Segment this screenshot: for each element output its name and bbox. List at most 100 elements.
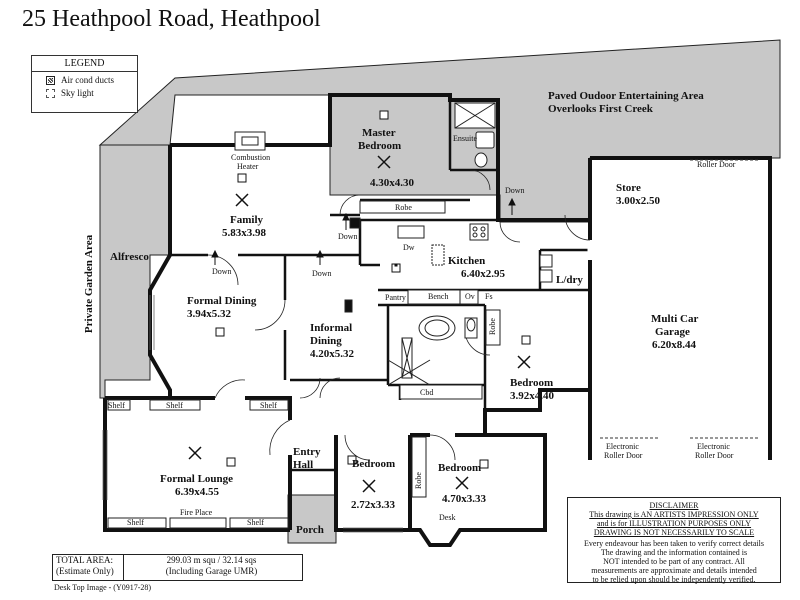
formal-dining-size: 3.94x5.32	[187, 308, 231, 320]
bedroom-right-size: 3.92x4.40	[510, 390, 554, 402]
shelf-label-3: Shelf	[260, 401, 277, 410]
combustion-label-1: Combustion	[231, 153, 271, 162]
electronic-door-1-line1: Electronic	[606, 442, 639, 451]
robe-small-label: Robe	[413, 472, 423, 489]
down-label-master: Down	[338, 232, 358, 241]
porch-label: Porch	[296, 524, 324, 536]
shelf-label-4: Shelf	[127, 518, 144, 527]
disclaimer-line: NOT intended to be part of any contract.…	[603, 557, 745, 566]
bedroom-mid-name: Bedroom	[438, 462, 482, 474]
formal-dining-name: Formal Dining	[187, 295, 257, 307]
fan-icon	[517, 355, 531, 369]
electronic-door-2-line1: Electronic	[697, 442, 730, 451]
electronic-door-1-line2: Roller Door	[604, 451, 643, 460]
alfresco-label: Alfresco	[110, 251, 149, 263]
paved-entertaining-area	[98, 39, 781, 223]
legend-item: Air cond ducts	[32, 72, 137, 85]
area-value-2: (Including Garage UMR)	[165, 566, 258, 576]
kitchen-fixtures	[397, 223, 553, 305]
roller-door-top-label: Roller Door	[697, 160, 736, 169]
informal-dining-name-1: Informal	[310, 322, 353, 334]
disclaimer-heading: DISCLAIMER	[649, 501, 699, 510]
garage-name-2: Garage	[655, 326, 690, 338]
air-duct-icon	[46, 75, 55, 85]
shelf-label-2: Shelf	[166, 401, 183, 410]
paved-area-label-2: Overlooks First Creek	[548, 103, 653, 115]
robe-right-label: Robe	[487, 318, 497, 335]
master-bedroom-name-2: Bedroom	[358, 140, 402, 152]
fridge-space-label: Fs	[485, 292, 493, 301]
disclaimer-line: measurements are approximate and details…	[591, 566, 757, 575]
fan-icon	[377, 155, 391, 169]
combustion-heater	[234, 131, 266, 151]
garage-name-1: Multi Car	[651, 313, 699, 325]
legend-label: Sky light	[61, 88, 94, 98]
air-ducts	[215, 110, 531, 469]
garage-door-lines	[600, 159, 760, 439]
disclaimer-line: The drawing and the information containe…	[600, 548, 748, 557]
entry-hall-line1: Entry	[293, 446, 321, 458]
bench-label: Bench	[428, 292, 449, 301]
total-area-value: 299.03 m squ / 32.14 sqs (Including Gara…	[124, 555, 299, 577]
area-value-1: 299.03 m squ / 32.14 sqs	[166, 555, 257, 565]
laundry-label: L/dry	[556, 274, 583, 286]
fan-icon	[455, 476, 469, 490]
ensuite-fixtures	[454, 102, 496, 168]
disclaimer-line: and is for ILLUSTRATION PURPOSES ONLY	[596, 519, 752, 528]
master-bedroom-size: 4.30x4.30	[370, 177, 414, 189]
family-size: 5.83x3.98	[222, 227, 266, 239]
informal-dining-name-2: Dining	[310, 335, 342, 347]
pantry-label: Pantry	[385, 293, 406, 302]
footer-ref: Desk Top Image - (Y0917-28)	[54, 583, 152, 592]
area-label-2: (Estimate Only)	[56, 566, 114, 576]
disclaimer-line: to be relied upon should be independentl…	[592, 575, 756, 584]
page-title: 25 Heathpool Road, Heathpool	[22, 6, 321, 32]
dw-label: Dw	[403, 243, 415, 252]
bedroom-small-name: Bedroom	[352, 458, 396, 470]
bathroom-fixtures	[359, 200, 501, 498]
desk-label: Desk	[439, 513, 456, 522]
total-area-box: TOTAL AREA: (Estimate Only) 299.03 m squ…	[52, 554, 303, 581]
legend-title: LEGEND	[32, 56, 137, 72]
windows	[102, 295, 403, 533]
cbd-label: Cbd	[420, 388, 434, 397]
disclaimer-line: DRAWING IS NOT NECESSARILY TO SCALE	[593, 528, 755, 537]
disclaimer-line: This drawing is AN ARTISTS IMPRESSION ON…	[589, 510, 759, 519]
entry-hall-line2: Hall	[293, 459, 314, 471]
formal-lounge-size: 6.39x4.55	[175, 486, 219, 498]
shelf-label-5: Shelf	[247, 518, 264, 527]
disclaimer-box: DISCLAIMER This drawing is AN ARTISTS IM…	[567, 497, 781, 584]
fan-icon	[235, 193, 249, 207]
down-label-right: Down	[505, 186, 525, 195]
informal-dining-size: 4.20x5.32	[310, 348, 354, 360]
legend: LEGEND Air cond ducts Sky light	[31, 55, 138, 113]
down-arrows	[211, 197, 516, 265]
legend-item: Sky light	[32, 85, 137, 98]
ensuite-label: Ensuite	[453, 134, 477, 143]
area-label-1: TOTAL AREA:	[56, 555, 114, 565]
down-label-family-right: Down	[312, 269, 332, 278]
down-label-family-left: Down	[212, 267, 232, 276]
fan-icon	[362, 479, 376, 493]
store-size: 3.00x2.50	[616, 195, 660, 207]
private-garden-label: Private Garden Area	[83, 234, 96, 334]
shelf-label-1: Shelf	[108, 401, 125, 410]
master-bedroom-name-1: Master	[362, 127, 396, 139]
door-swings	[207, 169, 591, 461]
kitchen-name: Kitchen	[448, 255, 486, 267]
store-name: Store	[616, 182, 641, 194]
combustion-label-2: Heater	[237, 162, 259, 171]
oven-label: Ov	[465, 292, 475, 301]
fire-place-label: Fire Place	[180, 508, 213, 517]
porch-area	[287, 494, 337, 544]
sky-light-icon	[46, 88, 55, 98]
legend-label: Air cond ducts	[61, 75, 114, 85]
garage-size: 6.20x8.44	[652, 339, 696, 351]
bedroom-right-name: Bedroom	[510, 377, 554, 389]
disclaimer-line: Every endeavour has been taken to verify…	[584, 539, 764, 548]
fan-icon	[188, 446, 202, 460]
ceiling-fans	[188, 155, 531, 493]
bedroom-small-size: 2.72x3.33	[351, 499, 395, 511]
family-name: Family	[230, 214, 263, 226]
